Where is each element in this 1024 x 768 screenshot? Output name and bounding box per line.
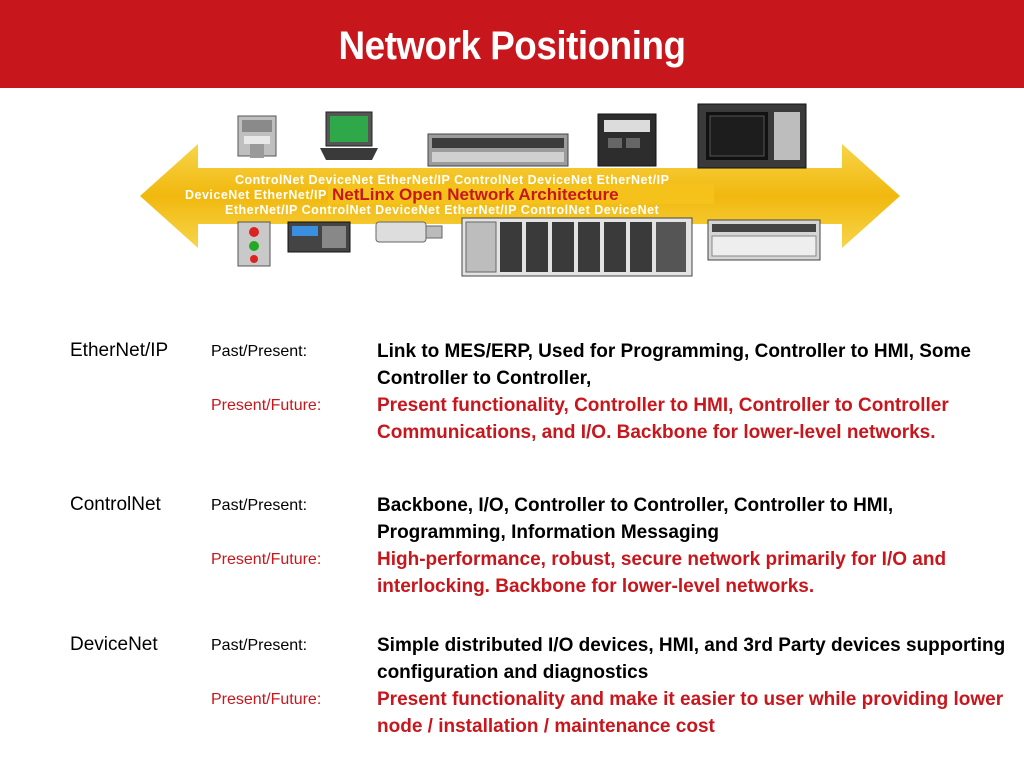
operator-keypad-icon [287, 221, 351, 253]
network-name: ControlNet [70, 494, 161, 515]
past-label: Past/Present: [211, 343, 308, 360]
future-label: Present/Future: [211, 397, 322, 414]
future-description: Present functionality, Controller to HMI… [377, 395, 949, 443]
flex-io-icon [707, 219, 821, 261]
past-description: Backbone, I/O, Controller to Controller,… [377, 495, 894, 543]
past-description: Simple distributed I/O devices, HMI, and… [377, 635, 1006, 683]
past-description: Link to MES/ERP, Used for Programming, C… [377, 341, 971, 389]
future-label: Present/Future: [211, 691, 322, 708]
netlinx-banner: NetLinx Open Network Architecture [332, 185, 619, 204]
future-description: High-performance, robust, secure network… [377, 549, 947, 597]
past-label: Past/Present: [211, 497, 308, 514]
future-label: Present/Future: [211, 551, 322, 568]
banner-bg [328, 184, 714, 204]
laptop-icon [320, 111, 378, 160]
terminal-icon [597, 113, 657, 167]
title-bar: Network Positioning [0, 0, 1024, 88]
network-name: DeviceNet [70, 634, 158, 655]
page-title: Network Positioning [338, 24, 686, 68]
network-name: EtherNet/IP [70, 340, 169, 361]
past-label: Past/Present: [211, 637, 308, 654]
sensor-icon [375, 221, 443, 243]
drive-module-icon [427, 133, 569, 167]
future-description: Present functionality and make it easier… [377, 689, 1004, 737]
controllogix-chassis-icon [461, 217, 693, 277]
io-module-icon [237, 115, 277, 158]
arrow-row-3: EtherNet/IP ControlNet DeviceNet EtherNe… [225, 203, 660, 217]
push-button-station-icon [237, 221, 271, 267]
arrow-row-1: ControlNet DeviceNet EtherNet/IP Control… [235, 173, 669, 187]
network-architecture-diagram: ControlNet DeviceNet EtherNet/IP Control… [140, 96, 900, 310]
hmi-panel-icon [697, 103, 807, 169]
diagram-svg: ControlNet DeviceNet EtherNet/IP Control… [140, 103, 900, 277]
